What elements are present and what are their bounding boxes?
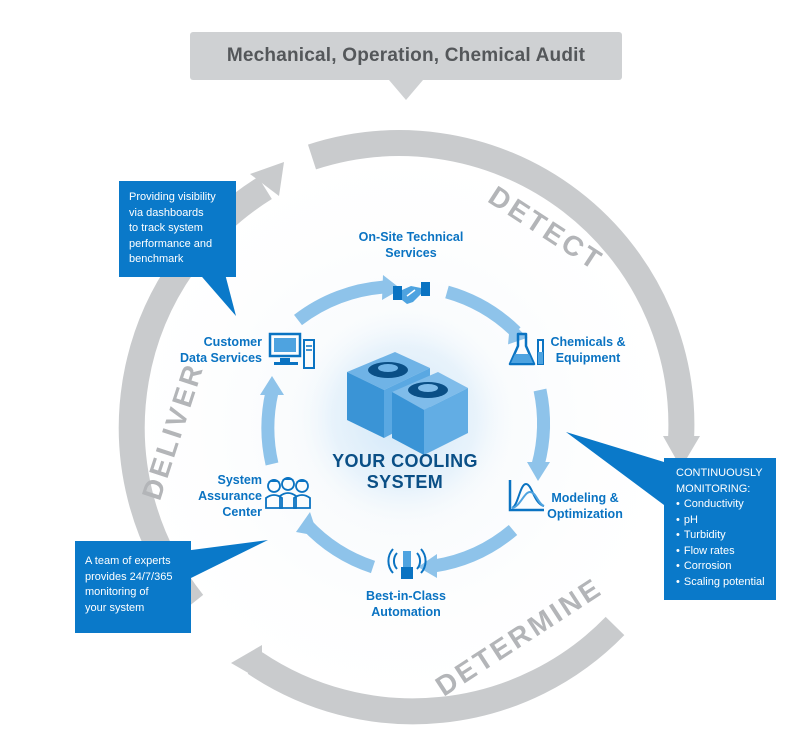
monitoring-item: Conductivity	[676, 497, 764, 513]
callout-pointer-experts	[176, 540, 268, 578]
node-assurance-line-2: Assurance	[198, 489, 262, 503]
node-customer-data-services: Customer Data Services	[170, 334, 262, 366]
node-assurance-line-3: Center	[222, 505, 262, 519]
audit-banner: Mechanical, Operation, Chemical Audit	[190, 32, 622, 80]
flask-icon	[508, 332, 544, 366]
node-automation-line-2: Automation	[371, 605, 441, 619]
cooling-system-icon	[347, 352, 468, 455]
monitoring-item: Corrosion	[676, 559, 764, 575]
callout-experts-line: A team of experts	[85, 555, 171, 567]
center-label-line-2: SYSTEM	[366, 472, 444, 492]
callout-visibility: Providing visibility via dashboards to t…	[119, 181, 236, 277]
cycle-head-1	[382, 275, 401, 300]
node-chemicals-equipment: Chemicals & Equipment	[549, 334, 627, 366]
node-onsite-line-2: Services	[385, 246, 437, 260]
computer-icon	[268, 332, 315, 369]
callout-visibility-line: benchmark	[129, 253, 184, 265]
node-chemicals-line-2: Equipment	[555, 351, 621, 365]
node-modeling-line-2: Optimization	[547, 507, 623, 521]
ring-arrow-detect	[663, 436, 700, 468]
cycle-arrow-3	[531, 388, 550, 467]
center-label: YOUR COOLING SYSTEM	[316, 451, 494, 493]
monitoring-item: Turbidity	[676, 528, 764, 544]
cycle-head-5	[296, 512, 318, 536]
callout-visibility-line: to track system	[129, 222, 203, 234]
callout-pointer-monitoring	[566, 432, 664, 505]
ring-arrow-determine	[231, 645, 262, 681]
node-onsite-line-1: On-Site Technical	[358, 230, 464, 244]
cycle-arrow-4	[432, 524, 518, 573]
cycle-head-2	[508, 320, 528, 345]
monitoring-item: Flow rates	[676, 544, 764, 560]
callout-experts: A team of experts provides 24/7/365 moni…	[75, 541, 191, 633]
center-label-line-1: YOUR COOLING	[332, 451, 478, 471]
callout-monitoring-heading: MONITORING:	[676, 482, 751, 495]
node-automation-line-1: Best-in-Class	[366, 589, 446, 603]
cycle-head-4	[418, 554, 437, 578]
callout-experts-line: monitoring of	[85, 586, 149, 598]
callout-experts-line: provides 24/7/365	[85, 570, 173, 583]
node-customer-line-1: Customer	[203, 335, 262, 349]
callout-pointer-visibility	[196, 270, 236, 316]
monitoring-list: Conductivity pH Turbidity Flow rates Cor…	[676, 497, 765, 591]
node-modeling-optimization: Modeling & Optimization	[546, 490, 624, 522]
curve-chart-icon	[508, 480, 545, 512]
ring-segment-determine	[247, 616, 625, 725]
node-chemicals-line-1: Chemicals &	[550, 335, 626, 349]
node-best-in-class-automation: Best-in-Class Automation	[358, 588, 454, 620]
callout-monitoring-heading: CONTINUOUSLY	[676, 467, 763, 479]
callout-visibility-line: via dashboards	[129, 206, 204, 219]
team-icon	[265, 477, 311, 509]
wireless-sensor-icon	[387, 548, 427, 579]
cycle-head-3	[527, 462, 550, 481]
callout-experts-line: your system	[85, 601, 145, 614]
node-onsite-technical-services: On-Site Technical Services	[356, 229, 466, 261]
handshake-icon	[393, 282, 430, 304]
ring-segment-detect	[307, 130, 695, 441]
node-modeling-line-1: Modeling &	[551, 491, 619, 505]
monitoring-item: pH	[676, 513, 764, 529]
callout-visibility-line: performance and	[129, 237, 213, 250]
node-assurance-line-1: System	[217, 473, 262, 487]
node-customer-line-2: Data Services	[179, 351, 262, 365]
callout-visibility-line: Providing visibility	[129, 191, 216, 203]
ring-arrow-deliver	[250, 162, 284, 196]
callout-continuous-monitoring: CONTINUOUSLY MONITORING: Conductivity pH…	[664, 458, 776, 600]
monitoring-item: Scaling potential	[676, 575, 765, 591]
node-system-assurance-center: System Assurance Center	[196, 472, 262, 520]
cycle-head-6	[260, 376, 284, 395]
inner-cycle-heads	[260, 275, 550, 578]
audit-banner-pointer	[389, 80, 423, 100]
cycle-arrow-1	[294, 280, 386, 326]
cycle-arrow-6	[261, 390, 279, 466]
